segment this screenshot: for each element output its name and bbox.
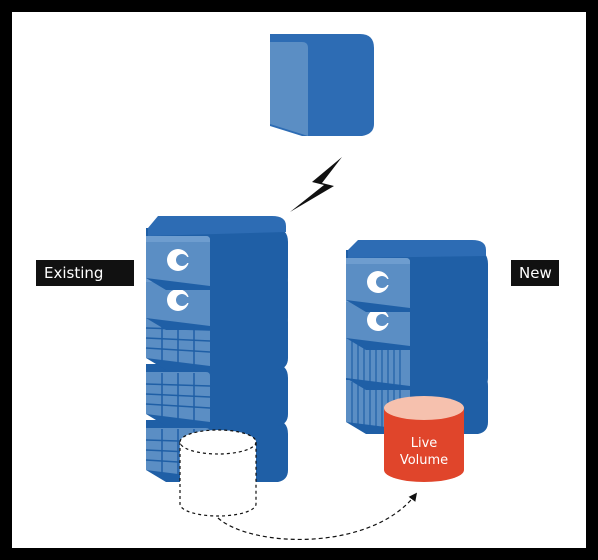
diagram-canvas: Live Volume Existing New (12, 12, 586, 548)
diagram-svg: Live Volume (145, 34, 489, 541)
migration-arrow (217, 492, 418, 541)
remote-server (270, 34, 374, 136)
existing-storage-stack (145, 216, 289, 483)
storage-cylinder-icon (179, 429, 257, 517)
live-volume-cylinder: Live Volume (384, 396, 464, 482)
live-volume-label-line1: Live (411, 436, 438, 451)
existing-label: Existing (36, 260, 134, 286)
new-label: New (511, 260, 559, 286)
new-storage-stack (345, 240, 489, 435)
lightning-bolt-icon (290, 157, 342, 212)
live-volume-label-line2: Volume (400, 453, 448, 468)
